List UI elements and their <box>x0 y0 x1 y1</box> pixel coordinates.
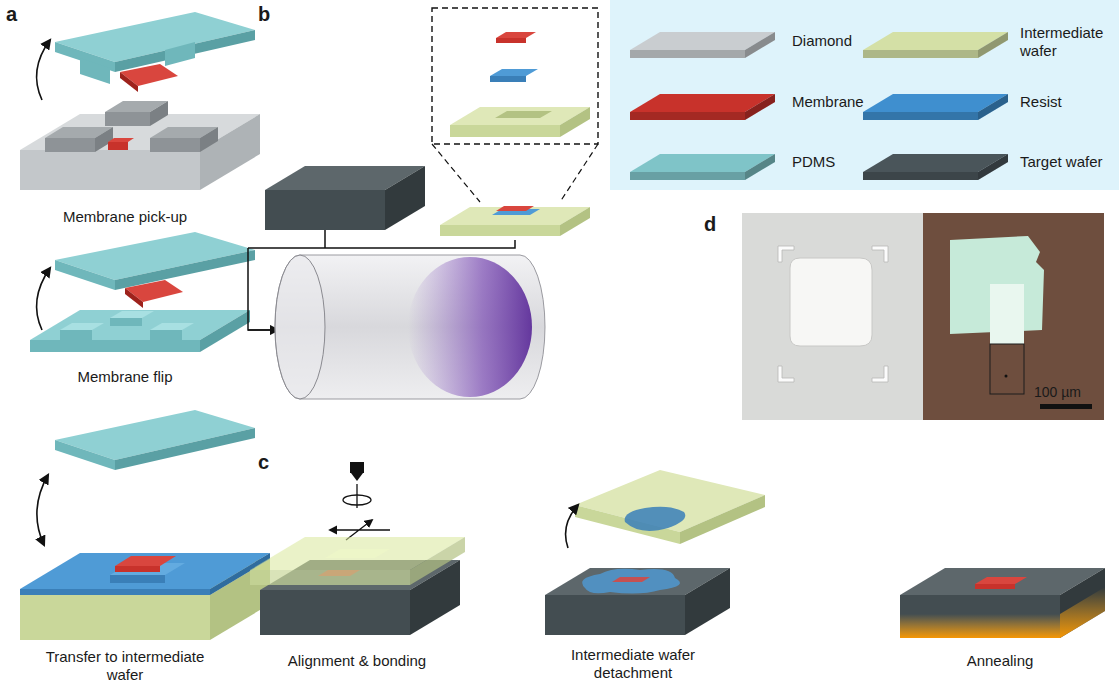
legend-text: Membrane <box>792 93 884 111</box>
step-caption: Membrane flip <box>15 368 235 386</box>
legend-text: Diamond <box>792 32 884 50</box>
panel-letter: d <box>704 212 728 236</box>
legend-swatch <box>625 84 785 128</box>
legend-text: PDMS <box>792 153 884 171</box>
step-caption: Alignment & bonding <box>247 652 467 670</box>
step-caption: Transfer to intermediate wafer <box>40 648 210 684</box>
legend-swatch <box>625 22 785 66</box>
detachment-scene <box>545 470 765 635</box>
legend-panel <box>610 0 1119 190</box>
step-caption: Annealing <box>900 652 1100 670</box>
legend-text: Intermediate wafer <box>1020 24 1112 60</box>
panel-letter: b <box>258 2 282 26</box>
alignment-scene <box>250 462 465 635</box>
legend-text: Target wafer <box>1020 153 1112 171</box>
bonding-setup <box>248 8 598 399</box>
annealing-scene <box>900 568 1105 638</box>
step-caption: Membrane pick-up <box>15 208 235 226</box>
step-caption: Intermediate wafer detachment <box>548 646 718 682</box>
legend-text: Resist <box>1020 93 1112 111</box>
legend-swatch <box>625 144 785 188</box>
pickup-scene <box>20 12 260 190</box>
scale-bar-label: 100 µm <box>1034 384 1110 401</box>
panel-letter: a <box>6 2 30 26</box>
legend-swatch <box>858 22 1018 66</box>
legend-swatch <box>858 84 1018 128</box>
transfer-scene <box>20 410 270 640</box>
legend-swatch <box>858 144 1018 188</box>
panel-letter: c <box>258 450 282 474</box>
flip-scene <box>30 232 255 352</box>
